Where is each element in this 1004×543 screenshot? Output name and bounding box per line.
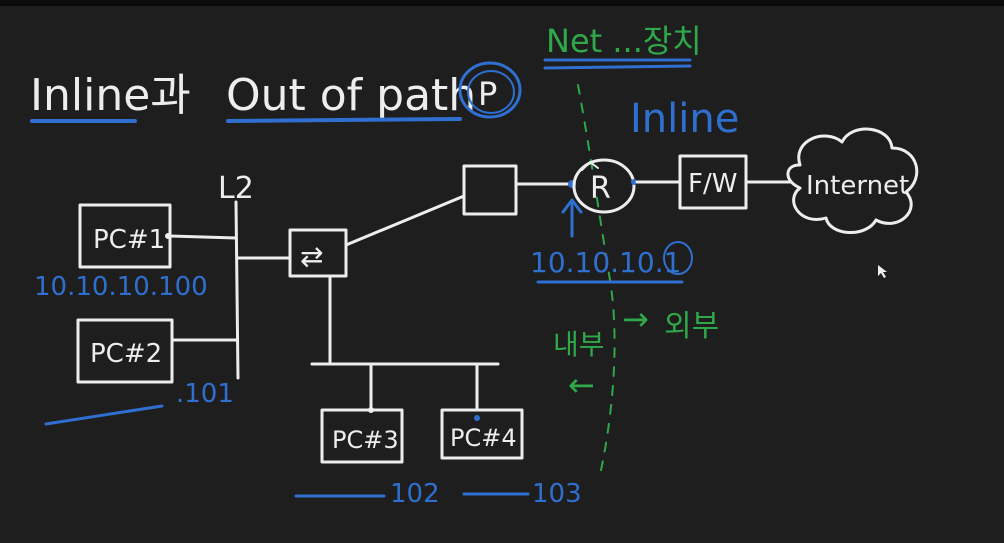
top-edge-bar (0, 0, 1004, 6)
mouse-cursor-icon (878, 265, 887, 278)
pc3-ip: 102 (390, 479, 440, 509)
switch-uplink (344, 194, 466, 247)
pc1-ip: 10.10.10.100 (34, 272, 208, 302)
router-ip: 10.10.10.1 (530, 246, 681, 279)
net-device-label: Net ...장치 (546, 22, 702, 60)
pc4-port (474, 415, 480, 421)
router-circle (572, 158, 636, 214)
switch-box (288, 228, 348, 278)
pc2-box (76, 318, 174, 384)
outside-zone-label: 외부 (664, 309, 719, 344)
network-boundary-line (577, 84, 616, 476)
pc2-underline (44, 404, 164, 426)
net-device-underline-2 (543, 64, 692, 70)
pc1-label: PC#1 (93, 225, 165, 255)
router-outside-port (631, 179, 637, 185)
pc4-label: PC#4 (450, 424, 517, 452)
l2-label: L2 (218, 171, 254, 206)
pc3-label: PC#3 (332, 426, 399, 454)
router-arc-mark (581, 161, 599, 171)
pc4-box (440, 408, 524, 460)
inside-zone-label: 내부 (553, 328, 605, 361)
pc4-ip: 103 (532, 479, 582, 509)
circle-mark-letter: P (478, 75, 497, 113)
switch-symbol: ⇄ (300, 240, 323, 273)
pc3-box (320, 408, 404, 464)
l2-bus-line (234, 200, 240, 380)
uplink-device-box (462, 164, 518, 216)
circle-mark-inner (467, 70, 515, 114)
pc2-label: PC#2 (90, 339, 162, 369)
pc3-port (368, 407, 374, 413)
pc1-link (168, 234, 238, 240)
firewall-label: F/W (688, 169, 737, 199)
internet-label: Internet (806, 171, 909, 201)
internet-cloud (786, 127, 919, 234)
pc1-port (165, 233, 171, 239)
heading-out-of-path-underline (226, 117, 462, 123)
inside-zone-arrow: ← (568, 366, 595, 404)
router-port-arrow-head (561, 198, 583, 214)
outside-zone-arrow: → (622, 300, 649, 338)
inline-label: Inline (630, 96, 739, 142)
pc2-ip: .101 (176, 379, 234, 409)
heading-inline: Inline과 (30, 70, 191, 121)
circle-mark-outer (458, 61, 522, 119)
router-label: R (590, 171, 611, 206)
router-ip-circle (663, 241, 693, 275)
heading-out-of-path: Out of path (226, 70, 476, 121)
